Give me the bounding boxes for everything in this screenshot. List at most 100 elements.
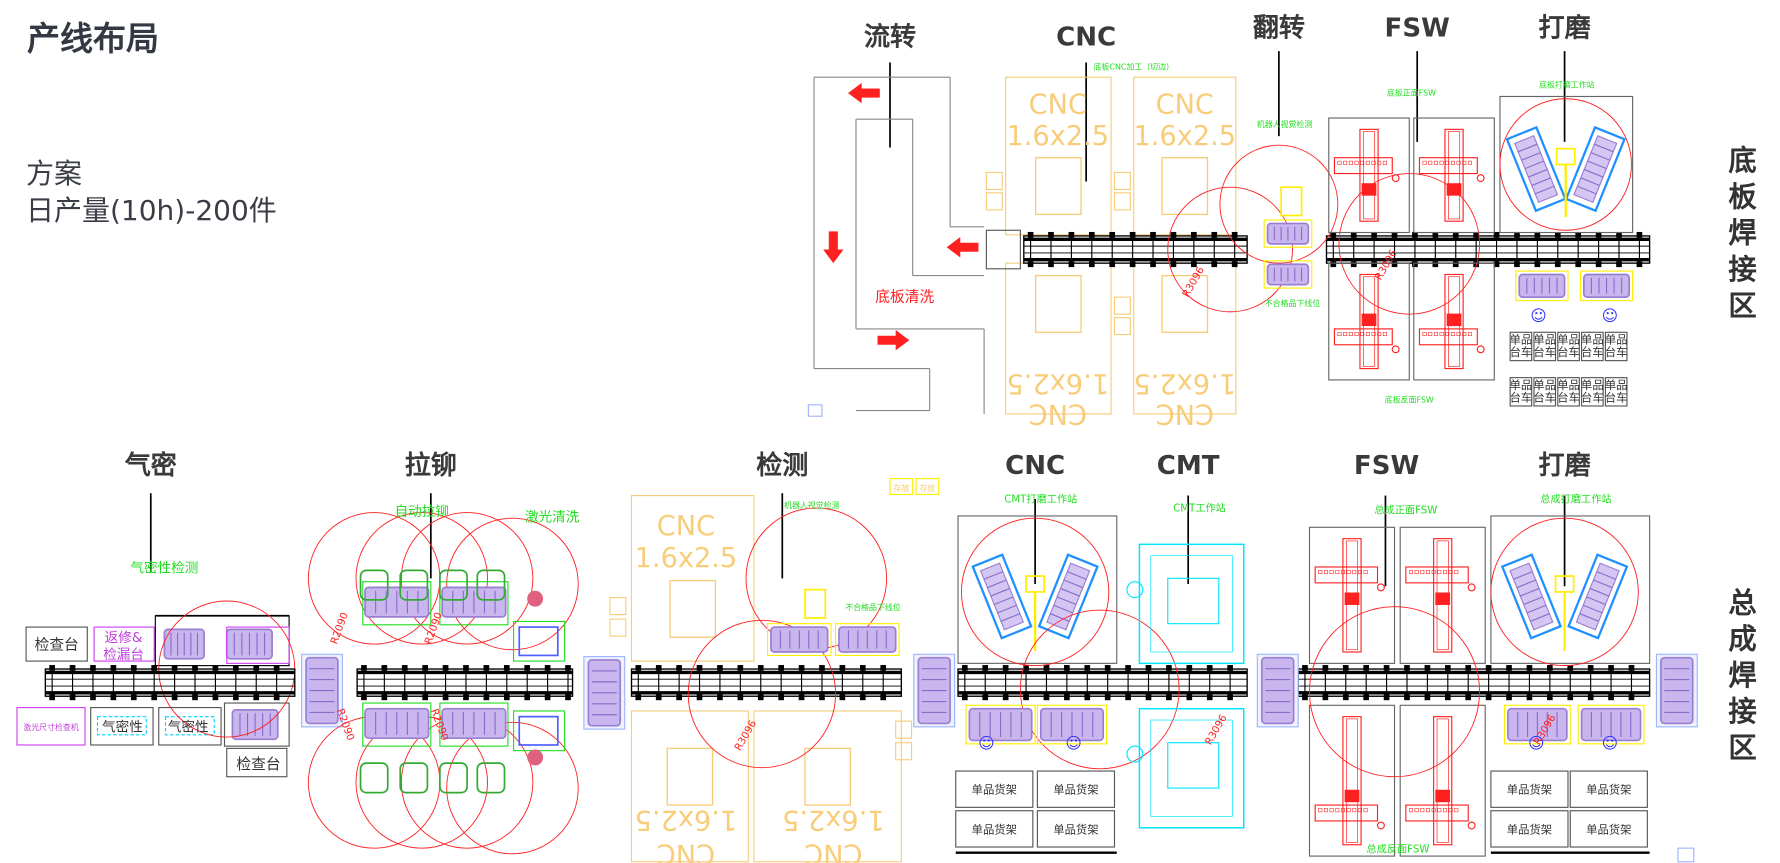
polish-slat (1534, 185, 1555, 195)
conveyor-foot (880, 694, 887, 701)
conveyor-foot (503, 665, 510, 671)
top-zone: 流转 CNC 翻转 FSW 打磨 底 板 焊 接 区 底板CNC加工（切边） C… (864, 13, 1757, 428)
laser-measure: 激光尺寸检查机 (23, 722, 79, 732)
conveyor-foot (1616, 231, 1622, 238)
polish-workpiece (1509, 562, 1554, 631)
cart-label: 单品 (1557, 333, 1580, 347)
cnc-control-panel (1113, 171, 1131, 191)
conveyor-foot (1506, 694, 1512, 701)
cnc-machine (753, 710, 902, 863)
conveyor-foot (544, 694, 551, 701)
conveyor-foot (1391, 231, 1398, 238)
conveyor-foot (1048, 231, 1054, 238)
fsw-bolt (1425, 808, 1430, 813)
robot-reach-circle (446, 721, 579, 855)
corner-mark (807, 404, 823, 417)
conveyor-foot (49, 694, 55, 701)
conveyor-foot (1608, 665, 1614, 671)
polish-station-label: 底板打磨工作站 (1539, 79, 1595, 89)
rack-label: 单品货架 (1586, 783, 1631, 797)
fsw-bolt (1354, 332, 1359, 336)
fsw-bolt (1335, 570, 1340, 575)
cnc-size: 1.6x2.5 (635, 543, 738, 574)
conveyor-foot (982, 665, 989, 671)
vision-robot (804, 588, 827, 619)
conveyor-foot (1084, 694, 1091, 701)
fsw-bolt (1420, 570, 1425, 575)
conveyor-foot (676, 665, 682, 671)
conveyor-foot (1554, 261, 1561, 268)
fsw-bolt (1462, 332, 1467, 336)
conveyor-foot (717, 665, 723, 671)
cmt-reel (1126, 581, 1144, 599)
conveyor-foot (696, 665, 703, 671)
fsw-bolt (1363, 808, 1368, 813)
conveyor-foot (696, 694, 703, 701)
fsw-bolt (1431, 570, 1436, 575)
side-label-char: 成 (1728, 623, 1756, 656)
fsw-bolt (1377, 332, 1382, 336)
fsw-bolt (1433, 160, 1438, 165)
polish-slat (1531, 177, 1551, 186)
laser-clean-part (518, 626, 559, 657)
rack-label: 单品货架 (1053, 822, 1098, 836)
polish-cell (957, 515, 1118, 664)
conveyor-foot (483, 694, 490, 701)
conveyor-foot (859, 694, 866, 701)
conveyor-foot (757, 665, 764, 671)
vision-label: 机器人视觉检测 (1257, 119, 1313, 129)
rivet-robot (439, 569, 468, 601)
cart-box (1581, 331, 1604, 362)
conveyor-foot (171, 694, 178, 701)
conveyor-foot (1191, 261, 1197, 268)
robot-base (1555, 147, 1576, 166)
conveyor-foot (442, 665, 449, 671)
fsw-bolt (1450, 160, 1455, 165)
rivet-robot (399, 762, 429, 794)
repair-table: 返修& (105, 630, 143, 646)
polish-slat (1594, 143, 1614, 153)
conveyor-foot (635, 694, 642, 701)
cnc-size: 1.6x2.5 (635, 804, 738, 835)
cnc-name: CNC (1156, 398, 1214, 429)
laser-head (527, 590, 544, 607)
conveyor-foot (1166, 694, 1172, 701)
bottom-zone: 气密 拉铆 检测 CNC CMT FSW 打磨 总 成 焊 接 区 气密性检测 … (23, 450, 1756, 863)
cnc-size: 1.6x2.5 (1133, 121, 1236, 152)
conveyor-foot (961, 665, 968, 671)
fsw-bolt (1428, 332, 1433, 336)
conveyor-foot (1526, 694, 1533, 701)
polish-slat (1521, 152, 1541, 161)
fsw-gantry (1333, 328, 1393, 346)
fsw-bolt (1343, 160, 1348, 165)
polish-table-frame (1567, 553, 1629, 640)
conveyor-foot (1227, 665, 1233, 671)
fsw-arm (1467, 583, 1476, 592)
buffer-label: 存放 (893, 483, 909, 493)
conveyor-foot (565, 665, 571, 671)
cnc-control-panel (1113, 192, 1131, 211)
cnc-name: CNC (1156, 89, 1214, 120)
side-label-char: 板 (1728, 180, 1757, 213)
cart-label: 单品 (1510, 333, 1533, 347)
cnc-door (1035, 274, 1082, 333)
fsw-back-label: 底板反面FSW (1385, 395, 1434, 405)
conveyor-foot (1027, 261, 1034, 268)
cart-label: 台车 (1510, 390, 1533, 404)
conveyor-foot (1424, 694, 1431, 701)
conveyor-foot (1023, 665, 1029, 671)
polish-slat (997, 604, 1017, 614)
conveyor-foot (1048, 261, 1054, 268)
conveyor-foot (1191, 231, 1197, 238)
conveyor-foot (1129, 261, 1136, 268)
polish-slat (1580, 177, 1600, 186)
robot-reach-circle (400, 512, 534, 645)
conveyor-foot (1444, 665, 1451, 671)
polish-slat (1060, 587, 1080, 597)
rack-box (955, 770, 1034, 808)
conveyor-foot (442, 694, 449, 701)
polish-slat (1520, 587, 1540, 597)
side-label-char: 接 (1728, 253, 1756, 286)
cart-box (1604, 377, 1628, 407)
conveyor-foot (1109, 261, 1116, 268)
